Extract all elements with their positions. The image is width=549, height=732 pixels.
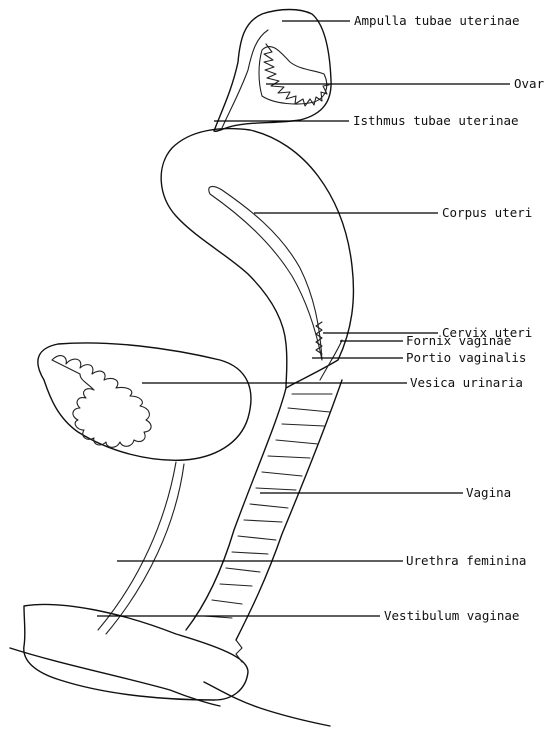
- fimbriae: [264, 44, 329, 106]
- urethra-group: [98, 462, 184, 634]
- label-vagina: Vagina: [466, 485, 511, 500]
- ampulla-outline: [214, 10, 331, 132]
- corpus-uteri-outline: [161, 129, 353, 388]
- ampulla-inner-line: [222, 30, 268, 128]
- body-contour-lower-right: [204, 682, 330, 726]
- vestibulum-outline: [24, 604, 248, 700]
- bladder-mucosa: [52, 356, 151, 448]
- vagina-rugae: [204, 394, 332, 618]
- label-vesica: Vesica urinaria: [410, 375, 523, 390]
- uterus-group: [161, 129, 353, 388]
- label-vestibulum: Vestibulum vaginae: [384, 608, 519, 623]
- urethra-right-wall: [106, 464, 184, 634]
- urethra-left-wall: [98, 462, 176, 630]
- vagina-back-wall: [236, 380, 342, 640]
- bladder-group: [38, 343, 251, 460]
- label-isthmus: Isthmus tubae uterinae: [353, 113, 519, 128]
- tuba-ovary-group: [214, 10, 331, 132]
- labels: Ampulla tubae uterinae Ovar Isthmus tuba…: [353, 13, 545, 623]
- vestibulum-cleft: [236, 640, 242, 662]
- leader-lines: [97, 21, 510, 616]
- vestibulum-group: [10, 604, 330, 726]
- label-fornix: Fornix vaginae: [406, 333, 511, 348]
- vagina-front-wall: [186, 388, 286, 630]
- ovary-outline: [259, 47, 327, 104]
- label-urethra: Urethra feminina: [406, 553, 526, 568]
- vagina-group: [186, 380, 342, 640]
- body-contour-lower-left: [10, 648, 220, 706]
- label-portio: Portio vaginalis: [406, 350, 526, 365]
- label-ovar: Ovar: [514, 76, 545, 91]
- label-corpus: Corpus uteri: [442, 205, 532, 220]
- label-ampulla: Ampulla tubae uterinae: [354, 13, 520, 28]
